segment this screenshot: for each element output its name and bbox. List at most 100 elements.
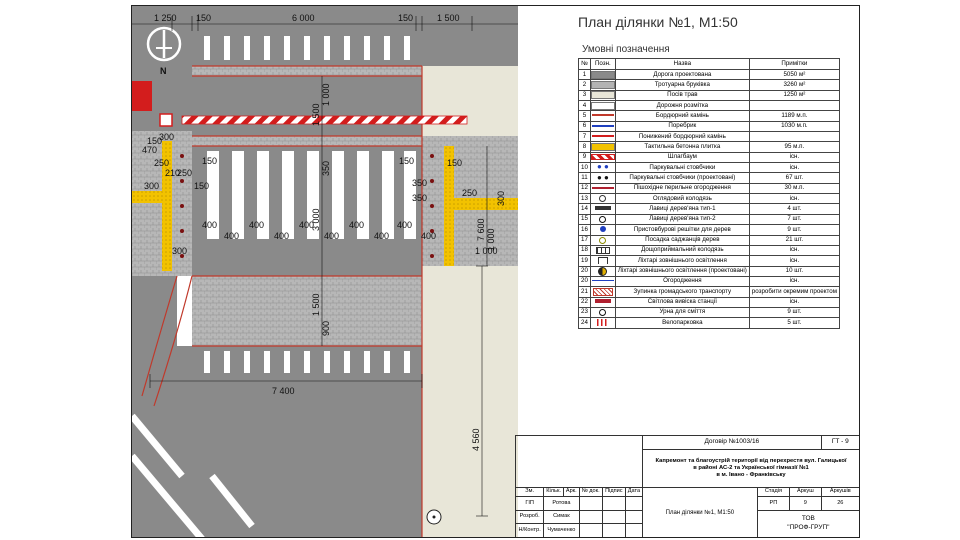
dim-mid-15: 250 (462, 188, 477, 198)
svg-text:1 500: 1 500 (311, 293, 321, 316)
svg-text:400: 400 (374, 231, 389, 241)
legend-symbol (589, 296, 616, 308)
barrier-box (132, 81, 152, 111)
legend-name: Ліхтарі зовнішнього освітлення (проектов… (614, 265, 750, 277)
dim-mid-2: 300 (159, 132, 174, 142)
dim-mid-14: 150 (447, 158, 462, 168)
dim-150-a: 150 (196, 13, 211, 23)
bollards (180, 154, 434, 258)
legend-num: 16 (578, 224, 591, 236)
dims-400: 400 400 400 400 400 400 400 400 400 400 (202, 220, 436, 241)
svg-text:400: 400 (224, 231, 239, 241)
svg-text:400: 400 (274, 231, 289, 241)
legend-symbol (589, 141, 616, 153)
legend-symbol (589, 317, 616, 329)
legend-symbol (589, 100, 616, 112)
legend-note (748, 131, 840, 143)
legend-symbol (589, 265, 616, 277)
dim-150-b: 150 (398, 13, 413, 23)
stamp-stage: РП (756, 496, 791, 511)
legend-num: 22 (578, 296, 591, 308)
lane-top (192, 76, 422, 136)
legend-num: 12 (578, 182, 591, 195)
stamp-role-1: Розроб. (514, 509, 545, 525)
dim-mid-6: 250 (177, 168, 192, 178)
legend-name: Пристовбурові решітки для дерев (614, 224, 750, 236)
svg-text:400: 400 (299, 220, 314, 230)
legend-num: 24 (578, 317, 591, 329)
svg-text:400: 400 (421, 231, 436, 241)
svg-text:300: 300 (496, 191, 506, 206)
road-bottom (132, 346, 422, 537)
stamp-name-1: Симак (543, 509, 580, 525)
legend-num: 11 (578, 172, 591, 184)
legend-symbol (589, 234, 616, 246)
legend-symbol (589, 213, 616, 226)
stamp-col-ark: Арк. (563, 487, 580, 498)
legend-note: 9 шт. (748, 224, 840, 236)
stamp-sheet: 9 (789, 496, 822, 511)
legend-num: 20 (578, 275, 591, 288)
zebra-middle (207, 151, 416, 239)
legend-num: 7 (578, 131, 591, 143)
legend-symbol: ● ● (589, 162, 616, 174)
svg-text:1 000: 1 000 (321, 83, 331, 106)
dim-mid-1: 150 (147, 136, 162, 146)
legend-num: 19 (578, 255, 591, 267)
stamp-col-date: Дата (624, 487, 644, 498)
legend-num: 18 (578, 244, 591, 257)
stamp-col-kilk: Кільк. (543, 487, 565, 498)
legend-note: 95 м.п. (748, 141, 840, 153)
legend-symbol (589, 79, 616, 91)
legend-num: 4 (578, 100, 591, 112)
legend-name: Понижений бордюрний камінь (614, 131, 750, 143)
legend-name: Пішохідне перильне огородження (614, 182, 750, 195)
dimension-lines (132, 16, 518, 517)
legend-note: існ. (748, 275, 840, 288)
legend-num: 17 (578, 234, 591, 246)
legend-num: 10 (578, 162, 591, 174)
legend-name: Ліхтарі зовнішнього освітлення (614, 255, 750, 267)
legend-header-num: № (578, 58, 591, 70)
dim-mid-7: 300 (144, 181, 159, 191)
dim-6000: 6 000 (292, 13, 315, 23)
zebra-top (204, 36, 410, 60)
legend-symbol (589, 203, 616, 215)
barrier-gate (181, 115, 468, 125)
dim-mid-11: 150 (399, 156, 414, 166)
legend-num: 21 (578, 286, 591, 298)
svg-text:400: 400 (249, 220, 264, 230)
legend-note (748, 100, 840, 112)
legend-note: 5 шт. (748, 317, 840, 329)
svg-text:3 000: 3 000 (311, 208, 321, 231)
legend-name: Урна для сміття (614, 306, 750, 319)
site-plan: N 1 250 150 6 000 (132, 6, 518, 537)
legend-note: 5050 м² (748, 68, 840, 81)
svg-text:7 600: 7 600 (476, 218, 486, 241)
svg-text:400: 400 (397, 220, 412, 230)
road-diagonal-markings (132, 413, 255, 537)
stamp-contract: Договір №1003/16 (642, 435, 822, 450)
dim-7400: 7 400 (272, 386, 295, 396)
legend-name: Дорога проектована (614, 68, 750, 81)
legend-symbol (589, 182, 616, 195)
legend-name: Шлагбаум (614, 151, 750, 164)
legend-note: існ. (748, 151, 840, 164)
legend-row: 11● ●Паркувальні стовбчики (проектовані)… (578, 172, 840, 184)
legend-num: 14 (578, 203, 591, 215)
legend-num: 5 (578, 110, 591, 122)
stamp-name-2: Чумаченко (543, 523, 580, 537)
lamp-icon-center (432, 515, 436, 519)
stamp-col-zm: Зм. (514, 487, 545, 498)
